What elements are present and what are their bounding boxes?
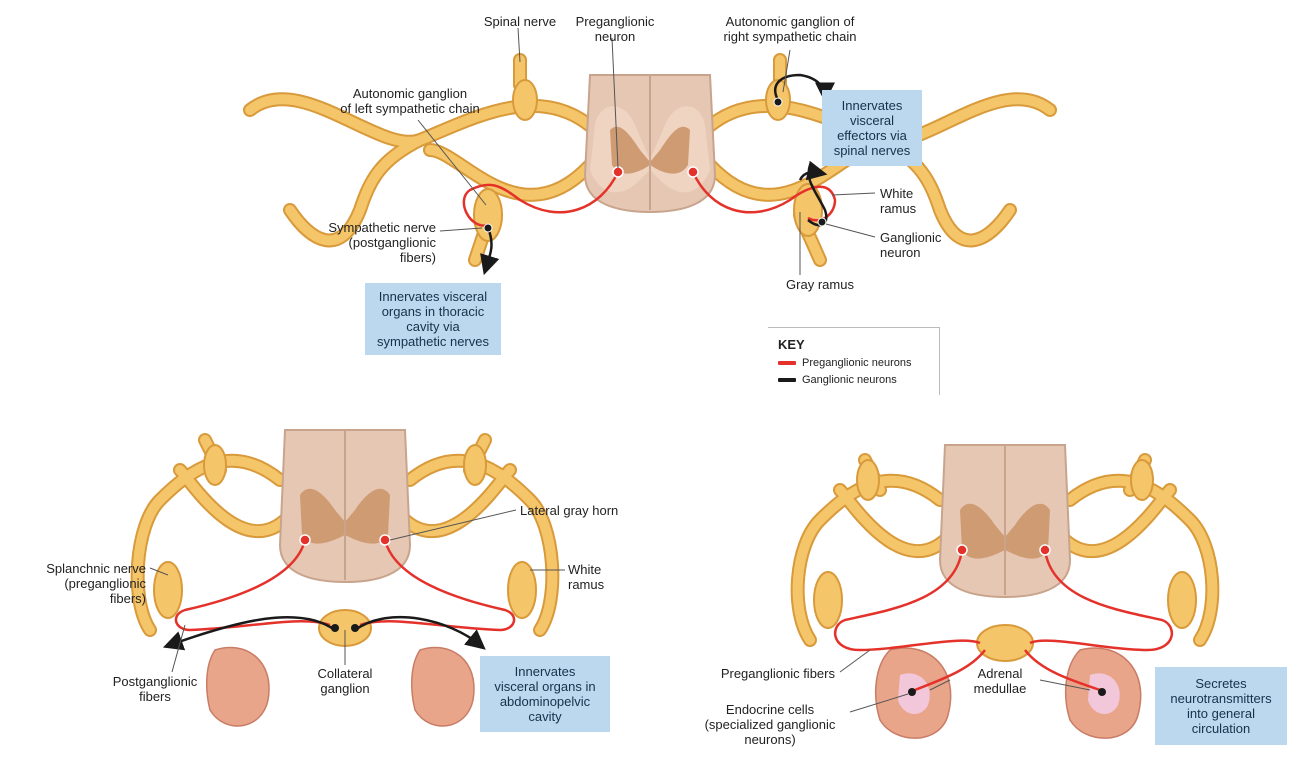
- label-lateral-gray-horn: Lateral gray horn: [520, 503, 619, 518]
- label-sympathetic-nerve: Sympathetic nerve (postganglionic fibers…: [328, 220, 436, 265]
- bl-ganglionic-neuron-body-left: [331, 624, 339, 632]
- callout-general-circulation: Secretes neurotransmitters into general …: [1155, 667, 1287, 745]
- label-endocrine-cells: Endocrine cells (specialized ganglionic …: [704, 702, 836, 747]
- legend-item-ganglionic: Ganglionic neurons: [778, 374, 897, 386]
- label-preganglionic-neuron: Preganglionic neuron: [575, 14, 655, 44]
- callout-abdominopelvic: Innervates visceral organs in abdominope…: [480, 656, 610, 732]
- top-left-preganglionic-neuron-body: [612, 166, 624, 178]
- label-ganglionic-neuron: Ganglionic neuron: [880, 230, 942, 260]
- bl-preganglionic-fibers: [174, 539, 516, 632]
- br-right-endocrine-cell: [1098, 688, 1106, 696]
- legend-title: KEY: [778, 337, 805, 352]
- br-leader-lines: [839, 649, 1091, 713]
- br-left-preganglionic-neuron-body: [956, 544, 968, 556]
- top-left-chain-ganglion: [473, 188, 503, 242]
- bl-right-dorsal-ganglion: [463, 444, 487, 486]
- label-top-white-ramus: White ramus: [880, 186, 917, 216]
- label-adrenal-medullae: Adrenal medullae: [973, 666, 1027, 696]
- br-right-dorsal-ganglion: [1130, 459, 1154, 501]
- bl-ganglionic-fibers: [162, 615, 486, 651]
- legend-key: KEY Preganglionic neurons Ganglionic neu…: [768, 327, 940, 395]
- top-leader-lines: [417, 27, 876, 275]
- legend-label-ganglionic: Ganglionic neurons: [802, 374, 897, 386]
- bottom-left-panel: [130, 429, 565, 727]
- br-spinal-cord: [938, 444, 1072, 599]
- top-right-preganglionic-neuron-body: [687, 166, 699, 178]
- br-preganglionic-fibers: [833, 549, 1174, 692]
- callout-spinal-nerves: Innervates visceral effectors via spinal…: [822, 90, 922, 166]
- top-preganglionic-fibers: [462, 171, 837, 227]
- bl-leader-lines: [149, 509, 565, 673]
- top-right-upper-ganglionic-neuron-body: [773, 97, 783, 107]
- label-spinal-nerve: Spinal nerve: [483, 14, 557, 29]
- br-left-dorsal-ganglion: [856, 459, 880, 501]
- bottom-right-panel: [790, 444, 1220, 739]
- br-collateral-ganglion: [976, 624, 1034, 662]
- br-right-chain-ganglion: [1167, 571, 1197, 629]
- bl-spinal-cord: [278, 429, 412, 584]
- label-left-chain-ganglion: Autonomic ganglion of left sympathetic c…: [340, 86, 480, 116]
- label-preganglionic-fibers: Preganglionic fibers: [720, 666, 835, 681]
- top-left-ganglionic-neuron-body: [483, 223, 493, 233]
- bl-left-chain-ganglion: [153, 561, 183, 619]
- legend-swatch-red: [778, 361, 796, 365]
- top-right-chain-ganglion: [793, 183, 823, 237]
- br-left-chain-ganglion: [813, 571, 843, 629]
- label-bl-white-ramus: White ramus: [568, 562, 605, 592]
- bl-right-organ: [410, 646, 475, 727]
- label-collateral-ganglion: Collateral ganglion: [317, 666, 373, 696]
- bl-left-organ: [205, 646, 270, 727]
- label-right-chain-ganglion: Autonomic ganglion of right sympathetic …: [723, 14, 857, 44]
- bl-right-chain-ganglion: [507, 561, 537, 619]
- top-right-ganglionic-neuron-body: [817, 217, 827, 227]
- br-right-preganglionic-neuron-body: [1039, 544, 1051, 556]
- top-left-dorsal-ganglion: [512, 79, 538, 121]
- bl-left-preganglionic-neuron-body: [299, 534, 311, 546]
- legend-label-preganglionic: Preganglionic neurons: [802, 357, 912, 369]
- br-left-endocrine-cell: [908, 688, 916, 696]
- bl-left-dorsal-ganglion: [203, 444, 227, 486]
- legend-item-preganglionic: Preganglionic neurons: [778, 357, 911, 369]
- legend-swatch-black: [778, 378, 796, 382]
- callout-thoracic: Innervates visceral organs in thoracic c…: [365, 283, 501, 355]
- label-splanchnic-nerve: Splanchnic nerve (preganglionic fibers): [46, 561, 146, 606]
- label-postganglionic-fibers: Postganglionic fibers: [112, 674, 198, 704]
- label-gray-ramus: Gray ramus: [786, 277, 854, 292]
- bl-ganglionic-neuron-body-right: [351, 624, 359, 632]
- bl-right-preganglionic-neuron-body: [379, 534, 391, 546]
